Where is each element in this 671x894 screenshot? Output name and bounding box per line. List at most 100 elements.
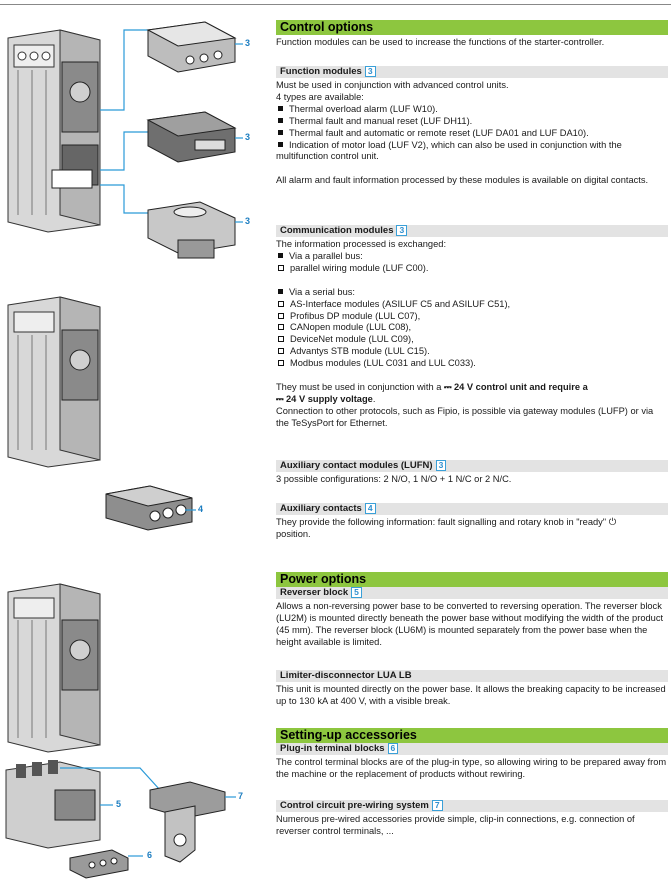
prewiring-image: [149, 781, 226, 863]
ref-badge: 6: [387, 743, 399, 754]
open-bullet-icon: [278, 348, 284, 355]
starter-controller-image-2: [7, 296, 101, 468]
control-options-section: Control options Function modules can be …: [276, 20, 668, 49]
limiter-section: Limiter-disconnector LUA LB This unit is…: [276, 670, 668, 708]
product-illustrations: [5, 21, 243, 879]
reverser-title: Reverser block: [280, 587, 349, 598]
power-icon: ⏻: [608, 517, 617, 527]
list-item-text: Thermal fault and manual reset (LUF DH11…: [289, 115, 473, 126]
function-module-image-1: [146, 21, 237, 73]
list-item: Thermal overload alarm (LUF W10).: [276, 104, 668, 116]
callout-4-aux-contact: 4: [198, 504, 204, 514]
list-item: Via a parallel bus:: [276, 251, 668, 263]
plugin-text: The control terminal blocks are of the p…: [276, 757, 667, 779]
list-item-text: AS-Interface modules (ASILUF C5 and ASIL…: [290, 298, 511, 309]
communication-usage: They must be used in conjunction with a …: [276, 382, 668, 406]
list-item: Thermal fault and automatic or remote re…: [276, 128, 668, 140]
list-item: Indication of motor load (LUF V2), which…: [276, 140, 668, 164]
communication-protocols: Connection to other protocols, such as F…: [276, 405, 654, 428]
dc-symbol-icon: ⎓: [443, 382, 452, 393]
setting-up-heading: Setting-up accessories: [276, 728, 668, 743]
dc-symbol-icon: ⎓: [276, 393, 284, 404]
list-item-text: Profibus DP module (LUL C07),: [290, 310, 421, 321]
function-modules-line: Must be used in conjunction with advance…: [276, 80, 509, 90]
prewiring-title: Control circuit pre-wiring system: [280, 800, 429, 811]
ref-badge: 3: [435, 460, 447, 471]
starter-controller-image-3: [7, 583, 101, 753]
starter-controller-image-1: [7, 29, 101, 233]
aux-contact-modules-text: 3 possible configurations: 2 N/O, 1 N/O …: [276, 474, 512, 484]
open-bullet-icon: [278, 336, 284, 343]
bullet-icon: [278, 289, 283, 295]
callout-6-terminal: 6: [147, 850, 153, 860]
usage-bold-text: 24 V supply voltage: [286, 393, 373, 404]
list-item: parallel wiring module (LUF C00).: [276, 263, 668, 275]
bullet-icon: [278, 118, 283, 124]
aux-contact-modules-heading: Auxiliary contact modules (LUFN)3: [276, 460, 668, 472]
list-item: AS-Interface modules (ASILUF C5 and ASIL…: [276, 299, 668, 311]
open-bullet-icon: [278, 312, 284, 319]
list-item: Modbus modules (LUL C031 and LUL C033).: [276, 358, 668, 370]
ref-badge: 5: [351, 587, 362, 598]
aux-contact-image: [105, 485, 193, 531]
plugin-title: Plug-in terminal blocks: [280, 743, 385, 754]
control-options-heading: Control options: [276, 20, 668, 35]
list-item: Advantys STB module (LUL C15).: [276, 346, 668, 358]
list-item-text: CANopen module (LUL C08),: [290, 322, 412, 333]
callout-7-prewiring: 7: [238, 791, 244, 801]
aux-contact-modules-section: Auxiliary contact modules (LUFN)3 3 poss…: [276, 460, 668, 486]
communication-intro: The information processed is exchanged:: [276, 239, 447, 249]
usage-bold-text: 24 V control unit and require a: [453, 382, 588, 393]
top-rule: [0, 4, 671, 5]
bullet-icon: [278, 253, 283, 259]
function-module-image-3: [147, 201, 236, 259]
aux-contact-modules-title: Auxiliary contact modules (LUFN): [280, 460, 433, 471]
list-item: CANopen module (LUL C08),: [276, 322, 668, 334]
list-item-text: Indication of motor load (LUF V2), which…: [276, 139, 622, 162]
callout-3-function-module-a: 3: [245, 38, 251, 48]
list-item: Via a serial bus:: [276, 287, 668, 299]
aux-contacts-title: Auxiliary contacts: [280, 503, 362, 514]
aux-contacts-body: They provide the following information: …: [276, 517, 609, 527]
list-item-text: Modbus modules (LUL C031 and LUL C033).: [290, 358, 476, 369]
list-item: Thermal fault and manual reset (LUF DH11…: [276, 116, 668, 128]
open-bullet-icon: [278, 360, 284, 367]
parallel-bus-label: Via a parallel bus:: [289, 250, 363, 261]
function-modules-line: 4 types are available:: [276, 91, 364, 102]
ref-badge: 7: [431, 800, 443, 811]
list-item: Profibus DP module (LUL C07),: [276, 311, 668, 323]
ref-badge: 3: [396, 225, 408, 236]
control-options-intro: Function modules can be used to increase…: [276, 37, 605, 47]
ref-badge: 3: [364, 66, 376, 77]
setting-up-section: Setting-up accessories Plug-in terminal …: [276, 728, 668, 781]
function-module-image-2: [146, 111, 237, 163]
usage-text: They must be used in conjunction with a: [276, 382, 444, 393]
function-modules-title: Function modules: [280, 66, 362, 77]
power-options-heading: Power options: [276, 572, 668, 587]
bullet-icon: [278, 130, 283, 136]
list-item-text: DeviceNet module (LUL C09),: [290, 334, 414, 345]
bullet-icon: [278, 106, 283, 112]
communication-modules-title: Communication modules: [280, 225, 394, 236]
terminal-block-image: [69, 849, 129, 879]
list-item-text: Thermal overload alarm (LUF W10).: [289, 103, 438, 114]
function-modules-note: All alarm and fault information processe…: [276, 175, 649, 186]
aux-contacts-text: They provide the following information: …: [276, 517, 668, 541]
limiter-heading: Limiter-disconnector LUA LB: [276, 670, 668, 682]
serial-bus-label: Via a serial bus:: [289, 286, 355, 297]
open-bullet-icon: [278, 300, 284, 307]
prewiring-text: Numerous pre-wired accessories provide s…: [276, 814, 635, 836]
callout-3-function-module-c: 3: [245, 216, 251, 226]
list-item-text: Thermal fault and automatic or remote re…: [289, 127, 589, 138]
open-bullet-icon: [278, 264, 284, 271]
callout-3-function-module-b: 3: [245, 132, 251, 142]
